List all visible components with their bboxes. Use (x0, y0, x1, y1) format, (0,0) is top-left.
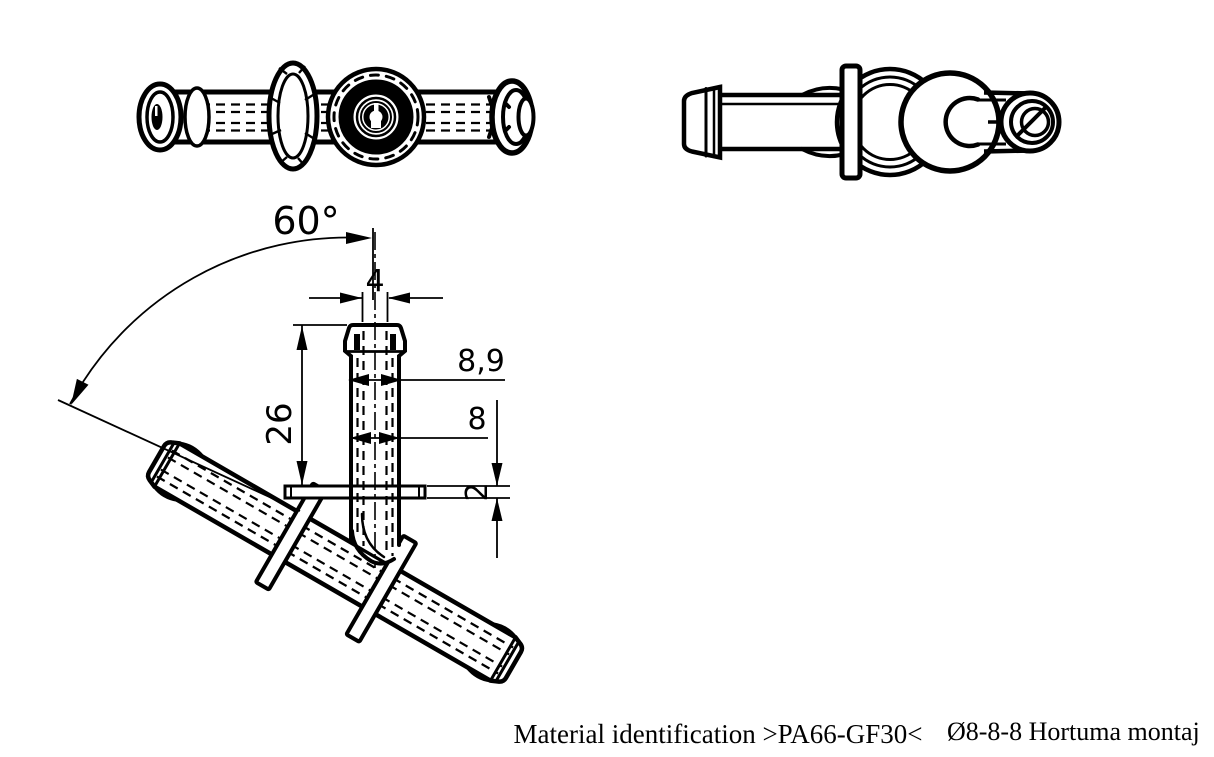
dim-tip-bore: 4 (309, 264, 443, 322)
drawing-title-text: Ø8-8-8 Hortuma montaj (947, 717, 1200, 746)
boss-circle (898, 70, 1002, 174)
flange-disc (266, 60, 320, 172)
dim-tube-od: 8 (350, 402, 488, 444)
view-axial (681, 63, 1062, 181)
angle-label: 60° (272, 199, 339, 243)
center-branch-boss (325, 66, 427, 168)
tip-bore-label: 4 (365, 264, 384, 299)
material-identification-text: Material identification >PA66-GF30< (514, 719, 923, 749)
view-front-dimensioned: 60° 4 26 8,9 8 (57, 199, 526, 687)
dim-flange-thickness: 2 (427, 400, 510, 558)
view-side (136, 60, 536, 172)
axial-bore (943, 90, 1062, 154)
diagonal-hidden-bore-lines (156, 449, 514, 675)
edge-on-flange (839, 63, 863, 181)
footer: Material identification >PA66-GF30< Ø8-8… (514, 717, 1200, 749)
junction-fillet (350, 529, 396, 566)
tube-od-label: 8 (467, 402, 486, 437)
branch-length-label: 26 (260, 402, 300, 445)
dim-angle: 60° (69, 199, 374, 405)
bore-transition (360, 512, 386, 559)
far-barb-tip (681, 84, 723, 161)
dim-barb-od: 8,9 (348, 344, 505, 386)
left-hose-barb (136, 81, 211, 153)
flange-thickness-label: 2 (460, 482, 495, 501)
right-hose-barb (487, 78, 536, 156)
diagonal-main-tube (144, 437, 526, 687)
barb-od-label: 8,9 (457, 344, 505, 379)
dim-branch-length: 26 (260, 324, 347, 487)
axis-extension-line (57, 399, 301, 512)
